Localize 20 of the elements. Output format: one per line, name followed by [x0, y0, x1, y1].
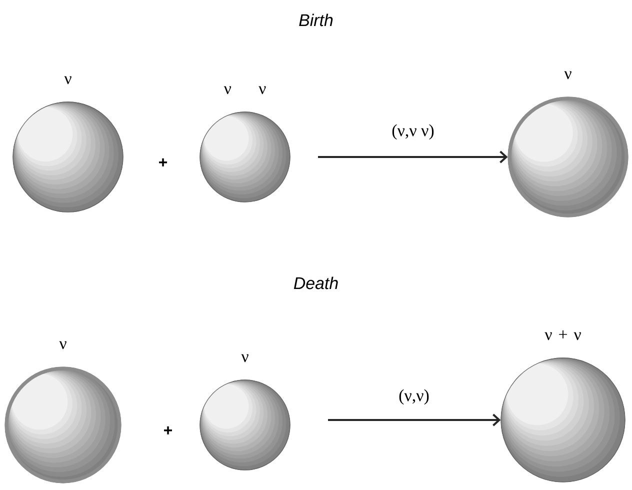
symbol-label: ν [59, 341, 66, 350]
sphere [500, 358, 626, 482]
edge-label: (ν,ν) [399, 389, 429, 405]
symbol-label: ν + ν [544, 330, 581, 340]
sphere [12, 102, 124, 212]
symbol-label: ν ν [224, 86, 266, 94]
sphere [200, 112, 290, 202]
symbol-label: ν [241, 354, 248, 362]
section-title: Birth [299, 14, 333, 26]
plus-sign: + [159, 158, 167, 166]
symbol-label: ν [564, 71, 572, 80]
symbol-label: ν [64, 76, 72, 84]
section-title: Death [294, 276, 338, 290]
edge-label: (ν,ν ν) [392, 124, 434, 140]
sphere [508, 96, 628, 218]
arrow [328, 414, 501, 426]
sphere [200, 380, 290, 470]
plus-sign: + [164, 426, 172, 434]
sphere [4, 366, 122, 484]
arrow [318, 150, 508, 164]
